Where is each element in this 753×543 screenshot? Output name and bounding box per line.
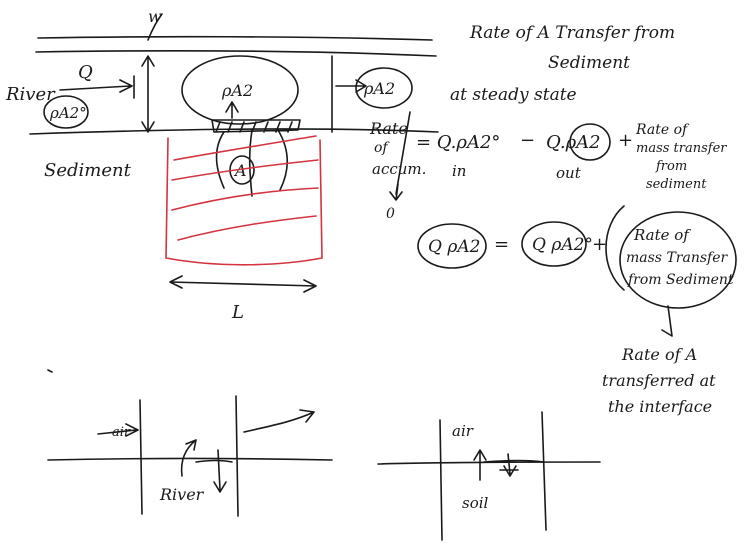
eq1-rate-mass-4: sediment bbox=[646, 177, 707, 192]
title-line-1: Rate of A Transfer from bbox=[469, 23, 675, 43]
sketch-river-air: air River bbox=[47, 395, 333, 517]
q-in-label: Q bbox=[78, 62, 93, 83]
sediment-block bbox=[165, 137, 323, 266]
river-diagram: w River Q ρA2° ρA2 ρA2 A Sediment L bbox=[5, 7, 439, 323]
length-arrow bbox=[169, 275, 317, 293]
eq1-out: out bbox=[556, 164, 582, 182]
eq2-mid: Q ρA2° bbox=[532, 235, 593, 255]
sk2-air: air bbox=[452, 422, 474, 440]
width-arrow bbox=[141, 55, 155, 133]
sk1-air: air bbox=[112, 425, 131, 440]
eq1-term2-circle bbox=[569, 123, 611, 161]
sk2-up-arrow bbox=[473, 449, 487, 481]
sk1-ground bbox=[47, 457, 333, 461]
transfer-arrows bbox=[215, 101, 289, 197]
interface-hatch bbox=[211, 119, 301, 133]
eq1-rate-mass-3: from bbox=[655, 159, 687, 174]
sk2-ground bbox=[377, 461, 601, 465]
length-label: L bbox=[231, 302, 244, 323]
eq2-paren bbox=[605, 205, 625, 291]
eq1-rate: Rate bbox=[369, 119, 408, 138]
sk1-river: River bbox=[159, 485, 205, 504]
eq1-of: of bbox=[374, 140, 390, 156]
eq1-term1: = Q.ρA2° bbox=[416, 132, 500, 153]
sediment-hatch-4 bbox=[177, 215, 317, 241]
river-top-bank-inner bbox=[35, 50, 437, 57]
sk2-left-line bbox=[439, 419, 443, 541]
eq1-minus: − bbox=[520, 130, 535, 151]
note-3: the interface bbox=[608, 397, 712, 416]
width-tick bbox=[147, 13, 163, 41]
sk1-out-arrow bbox=[243, 409, 315, 433]
eq2-box-3: from Sediment bbox=[627, 272, 734, 288]
eq1-rate-mass-2: mass transfer bbox=[636, 141, 727, 156]
eq1-rate-mass-1: Rate of bbox=[635, 122, 690, 138]
sk1-in-arrow bbox=[97, 423, 139, 437]
sediment-hatch-1 bbox=[173, 135, 317, 161]
title-line-2: Sediment bbox=[548, 53, 630, 73]
eq2-box-1: Rate of bbox=[633, 226, 691, 244]
note-2: transferred at bbox=[602, 371, 716, 390]
note-1: Rate of A bbox=[621, 345, 697, 364]
conc-in-label: ρA2° bbox=[49, 104, 87, 122]
river-label: River bbox=[5, 84, 56, 105]
equation-2: Q ρA2 = Q ρA2° + Rate of mass Transfer f… bbox=[417, 205, 737, 337]
conc-ellipse-label: ρA2 bbox=[221, 81, 253, 100]
sk2-soil: soil bbox=[462, 494, 489, 512]
outflow-arrow bbox=[335, 79, 367, 93]
eq2-plus: + bbox=[592, 234, 607, 255]
eq1-in: in bbox=[452, 162, 466, 180]
eq2-box-circle bbox=[619, 211, 737, 309]
sketch-air-soil: air soil bbox=[377, 411, 601, 541]
eq1-zero: 0 bbox=[386, 206, 395, 222]
eq2-left: Q ρA2 bbox=[428, 237, 480, 257]
a-label: A bbox=[233, 161, 247, 180]
eq1-plus: + bbox=[618, 130, 633, 151]
conc-out-label: ρA2 bbox=[363, 79, 395, 98]
title-line-3: at steady state bbox=[450, 85, 577, 105]
eq2-pointer bbox=[661, 305, 673, 337]
sk2-bed bbox=[483, 459, 545, 463]
sk1-right-line bbox=[235, 395, 239, 517]
conc-in-circle bbox=[43, 95, 89, 129]
sediment-hatch-2 bbox=[171, 159, 319, 181]
eq2-mid-circle bbox=[521, 221, 587, 267]
eq2-eq: = bbox=[494, 234, 509, 255]
w-label: w bbox=[148, 7, 162, 26]
conc-out-circle bbox=[355, 67, 413, 109]
sk1-left-line bbox=[139, 399, 143, 515]
eq2-box-2: mass Transfer bbox=[626, 250, 728, 266]
eq1-accum: accum. bbox=[372, 160, 426, 178]
eq1-term2: Q.ρA2 bbox=[546, 132, 601, 153]
river-top-bank bbox=[37, 35, 433, 41]
inflow-arrow bbox=[59, 75, 135, 99]
sk1-down-arrow bbox=[213, 449, 227, 493]
stray-mark bbox=[47, 369, 53, 373]
river-ellipse bbox=[181, 55, 299, 125]
equation-1: Rate of accum. 0 = Q.ρA2° in − Q.ρA2 out… bbox=[369, 111, 727, 222]
sediment-label: Sediment bbox=[44, 160, 132, 181]
sk2-right-line bbox=[541, 411, 547, 531]
river-bottom-bank bbox=[29, 128, 439, 135]
sk2-down-arrow bbox=[499, 453, 519, 477]
eq2-left-circle bbox=[417, 223, 487, 269]
sediment-hatch-3 bbox=[171, 187, 319, 211]
sk1-bed bbox=[195, 459, 233, 463]
interface-note: Rate of A transferred at the interface bbox=[602, 345, 716, 416]
eq1-zero-arrow bbox=[389, 183, 403, 201]
eq1-zero-slash bbox=[395, 111, 411, 195]
sk1-up-arrow bbox=[180, 439, 197, 477]
title-notes: Rate of A Transfer from Sediment at stea… bbox=[450, 23, 675, 105]
